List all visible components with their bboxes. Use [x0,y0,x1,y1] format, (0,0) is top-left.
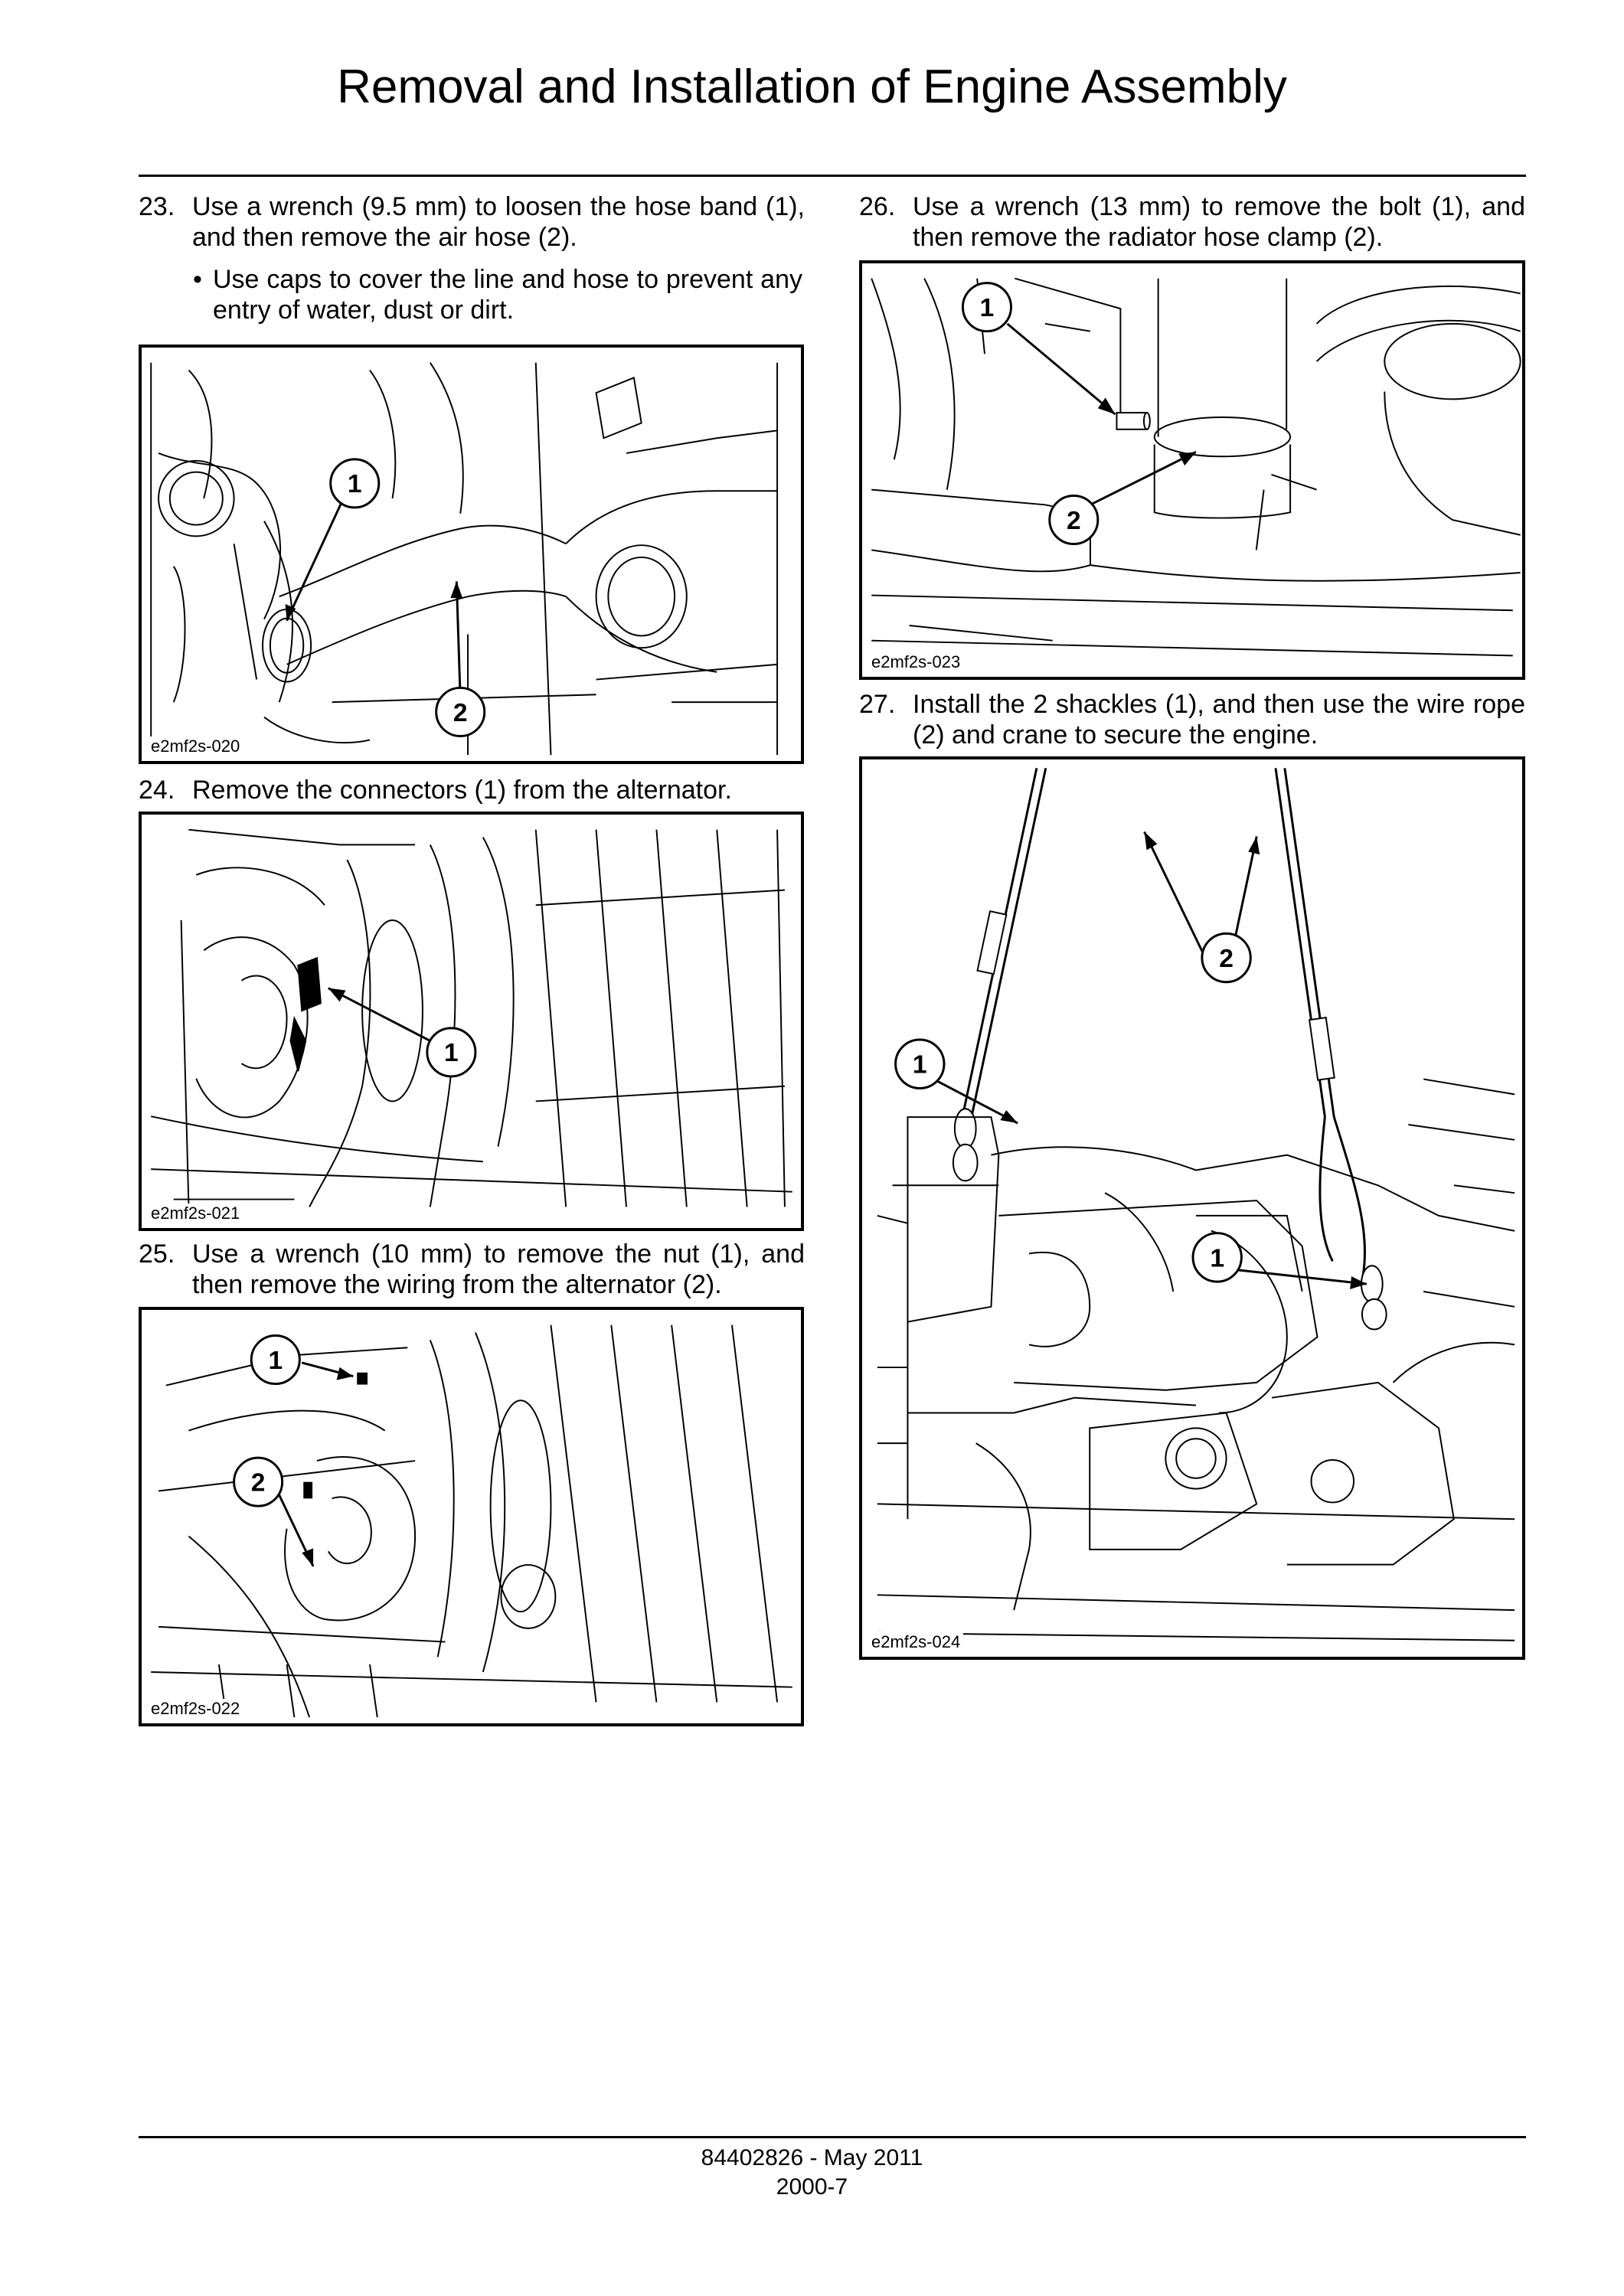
callout-2-label: 2 [1219,945,1234,973]
figure-id: e2mf2s-023 [868,652,964,672]
step-23-note: • Use caps to cover the line and hose to… [193,264,802,325]
callout-1-label: 1 [444,1039,459,1067]
callout-2 [1201,932,1252,984]
step-number: 27. [859,690,896,719]
step-23: 23. Use a wrench (9.5 mm) to loosen the … [139,191,805,253]
step-number: 23. [139,192,175,221]
illustration-radiator-hose-clamp: 1 2 [871,277,1521,657]
callout-2 [1048,495,1100,546]
figure-e2mf2s-022: 1 2 e2mf2s-022 [139,1307,804,1726]
note-text: Use caps to cover the line and hose to p… [213,265,802,325]
step-text: Remove the connectors (1) from the alter… [192,776,732,805]
page-title: Removal and Installation of Engine Assem… [337,60,1287,113]
figure-e2mf2s-020: 1 2 e2mf2s-020 [139,345,804,764]
callout-1 [426,1027,477,1078]
step-text: Use a wrench (9.5 mm) to loosen the hose… [192,192,805,252]
callout-1 [894,1038,946,1089]
step-number: 25. [139,1239,175,1269]
figure-e2mf2s-023: 1 2 e2mf2s-023 [859,260,1525,680]
callout-1 [250,1334,301,1386]
footer-rule [139,2136,1526,2138]
callout-2-label: 2 [1067,507,1081,535]
figure-id: e2mf2s-024 [868,1632,964,1652]
callout-1-label: 1 [348,470,362,498]
illustration-alternator-wiring: 1 2 [151,1324,792,1718]
figure-e2mf2s-021: 1 e2mf2s-021 [139,812,804,1231]
callout-2 [233,1456,284,1507]
header-rule [139,175,1526,177]
bullet-icon: • [193,265,202,294]
callout-1-label: 1 [1210,1244,1224,1272]
step-number: 24. [139,776,175,805]
step-text: Install the 2 shackles (1), and then use… [913,690,1525,750]
step-27: 27. Install the 2 shackles (1), and then… [859,689,1525,750]
figure-id: e2mf2s-020 [148,736,243,756]
step-text: Use a wrench (13 mm) to remove the bolt … [913,192,1525,252]
page-number: 2000-7 [776,2174,848,2200]
callout-1 [1191,1232,1243,1283]
callout-2-label: 2 [251,1468,266,1497]
illustration-engine-lifting: 2 1 1 [877,768,1515,1641]
illustration-hose: 1 2 [150,362,779,756]
figure-e2mf2s-024: 2 1 1 e2mf2s-024 [859,756,1525,1660]
document-number: 84402826 - May 2011 [701,2145,923,2170]
step-text: Use a wrench (10 mm) to remove the nut (… [192,1239,805,1299]
callout-2-label: 2 [453,699,468,727]
step-number: 26. [859,192,896,221]
callout-1-label: 1 [913,1051,927,1079]
step-26: 26. Use a wrench (13 mm) to remove the b… [859,191,1525,253]
callout-1 [961,282,1012,333]
callout-1-label: 1 [980,294,995,322]
step-24: 24. Remove the connectors (1) from the a… [139,775,805,805]
callout-1 [329,458,381,509]
figure-id: e2mf2s-022 [148,1699,243,1719]
step-25: 25. Use a wrench (10 mm) to remove the n… [139,1239,805,1300]
callout-2 [435,686,486,737]
illustration-alternator-connectors: 1 [150,828,792,1207]
figure-id: e2mf2s-021 [148,1204,243,1223]
callout-1-label: 1 [268,1347,283,1375]
